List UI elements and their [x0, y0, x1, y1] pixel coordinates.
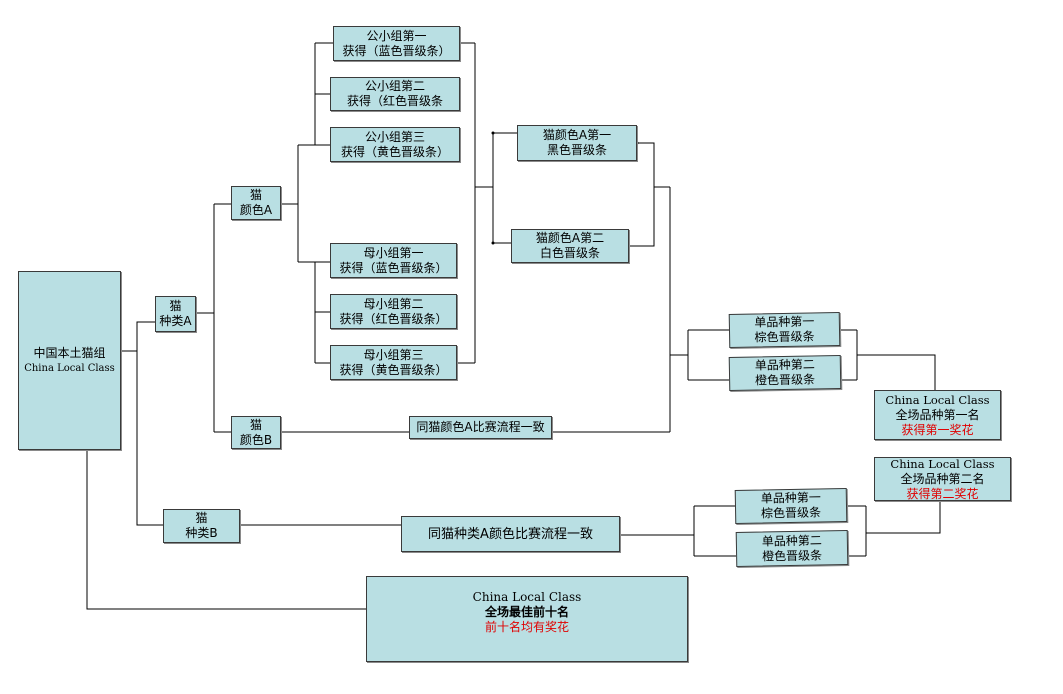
color-a-line2: 颜色A: [239, 203, 273, 217]
female-group-2-award: 获得（红色晋级条）: [339, 311, 448, 326]
type-b-note: 同猫种类A颜色比赛流程一致: [428, 526, 593, 542]
type-a-line2: 种类A: [159, 314, 192, 328]
type-a-box: 猫 种类A: [155, 296, 196, 332]
male-group-1-title: 公小组第一: [366, 28, 427, 43]
best-second-class: China Local Class: [890, 456, 995, 471]
type-a-line1: 猫: [169, 299, 182, 313]
type-b-line2: 种类B: [185, 526, 218, 540]
female-group-1-award: 获得（蓝色晋级条）: [339, 260, 448, 275]
breed-b-second-box: 单品种第二 橙色晋级条: [735, 530, 849, 567]
color-a-line1: 猫: [249, 188, 262, 202]
color-b-note: 同猫颜色A比赛流程一致: [416, 420, 545, 434]
breed-b-first-award: 棕色晋级条: [760, 505, 822, 521]
breed-a-second-title: 单品种第二: [754, 357, 815, 373]
color-a-second-box: 猫颜色A第二 白色晋级条: [511, 229, 629, 263]
male-group-3-title: 公小组第三: [364, 129, 425, 144]
color-b-box: 猫 颜色B: [231, 416, 281, 449]
color-a-second-title: 猫颜色A第二: [535, 231, 605, 245]
color-b-line2: 颜色B: [239, 432, 273, 447]
best-first-award: 获得第一奖花: [901, 422, 974, 437]
male-group-1-box: 公小组第一 获得（蓝色晋级条）: [333, 26, 460, 61]
male-group-3-box: 公小组第三 获得（黄色晋级条）: [330, 127, 460, 162]
top10-box: China Local Class 全场最佳前十名 前十名均有奖花: [366, 576, 688, 662]
female-group-3-box: 母小组第三 获得（黄色晋级条）: [330, 345, 457, 380]
color-a-second-award: 白色晋级条: [539, 246, 600, 260]
breed-a-first-title: 单品种第一: [754, 314, 815, 330]
breed-a-first-award: 棕色晋级条: [754, 329, 815, 345]
type-b-note-box: 同猫种类A颜色比赛流程一致: [401, 516, 620, 552]
best-second-award: 获得第二奖花: [906, 486, 979, 501]
female-group-2-box: 母小组第二 获得（红色晋级条）: [330, 294, 457, 329]
color-a-box: 猫 颜色A: [231, 186, 281, 220]
male-group-2-box: 公小组第二 获得（红色晋级条: [330, 77, 460, 111]
root-label-en: China Local Class: [24, 362, 115, 374]
color-a-first-award: 黑色晋级条: [546, 143, 607, 157]
breed-a-second-box: 单品种第二 橙色晋级条: [728, 355, 842, 391]
breed-a-second-award: 橙色晋级条: [754, 372, 816, 388]
breed-b-second-award: 橙色晋级条: [761, 547, 823, 564]
breed-b-first-title: 单品种第一: [760, 490, 821, 506]
root-box: 中国本土猫组 China Local Class: [18, 271, 121, 450]
best-first-box: China Local Class 全场品种第一名 获得第一奖花: [874, 390, 1001, 440]
color-b-line1: 猫: [249, 417, 262, 432]
best-second-title: 全场品种第二名: [900, 471, 985, 486]
type-b-box: 猫 种类B: [163, 509, 240, 543]
best-second-box: China Local Class 全场品种第二名 获得第二奖花: [874, 457, 1011, 501]
female-group-3-award: 获得（黄色晋级条）: [339, 362, 448, 377]
female-group-1-title: 母小组第一: [363, 245, 424, 260]
female-group-1-box: 母小组第一 获得（蓝色晋级条）: [330, 243, 457, 278]
male-group-2-title: 公小组第二: [364, 79, 425, 93]
female-group-2-title: 母小组第二: [363, 296, 424, 311]
color-a-first-title: 猫颜色A第一: [542, 128, 612, 142]
best-first-title: 全场品种第一名: [895, 407, 980, 422]
top10-award: 前十名均有奖花: [484, 620, 569, 634]
top10-title: 全场最佳前十名: [484, 605, 569, 619]
male-group-2-award: 获得（红色晋级条: [346, 94, 443, 108]
breed-b-second-title: 单品种第二: [761, 532, 822, 549]
male-group-3-award: 获得（黄色晋级条）: [340, 144, 449, 159]
breed-b-first-box: 单品种第一 棕色晋级条: [734, 488, 848, 524]
top10-class: China Local Class: [472, 590, 582, 604]
female-group-3-title: 母小组第三: [363, 347, 424, 362]
type-b-line1: 猫: [195, 511, 208, 525]
breed-a-first-box: 单品种第一 棕色晋级条: [728, 312, 841, 348]
color-a-first-box: 猫颜色A第一 黑色晋级条: [517, 125, 637, 161]
root-label: 中国本土猫组: [33, 345, 106, 360]
male-group-1-award: 获得（蓝色晋级条）: [342, 43, 451, 58]
color-b-note-box: 同猫颜色A比赛流程一致: [409, 416, 552, 439]
best-first-class: China Local Class: [885, 392, 990, 407]
